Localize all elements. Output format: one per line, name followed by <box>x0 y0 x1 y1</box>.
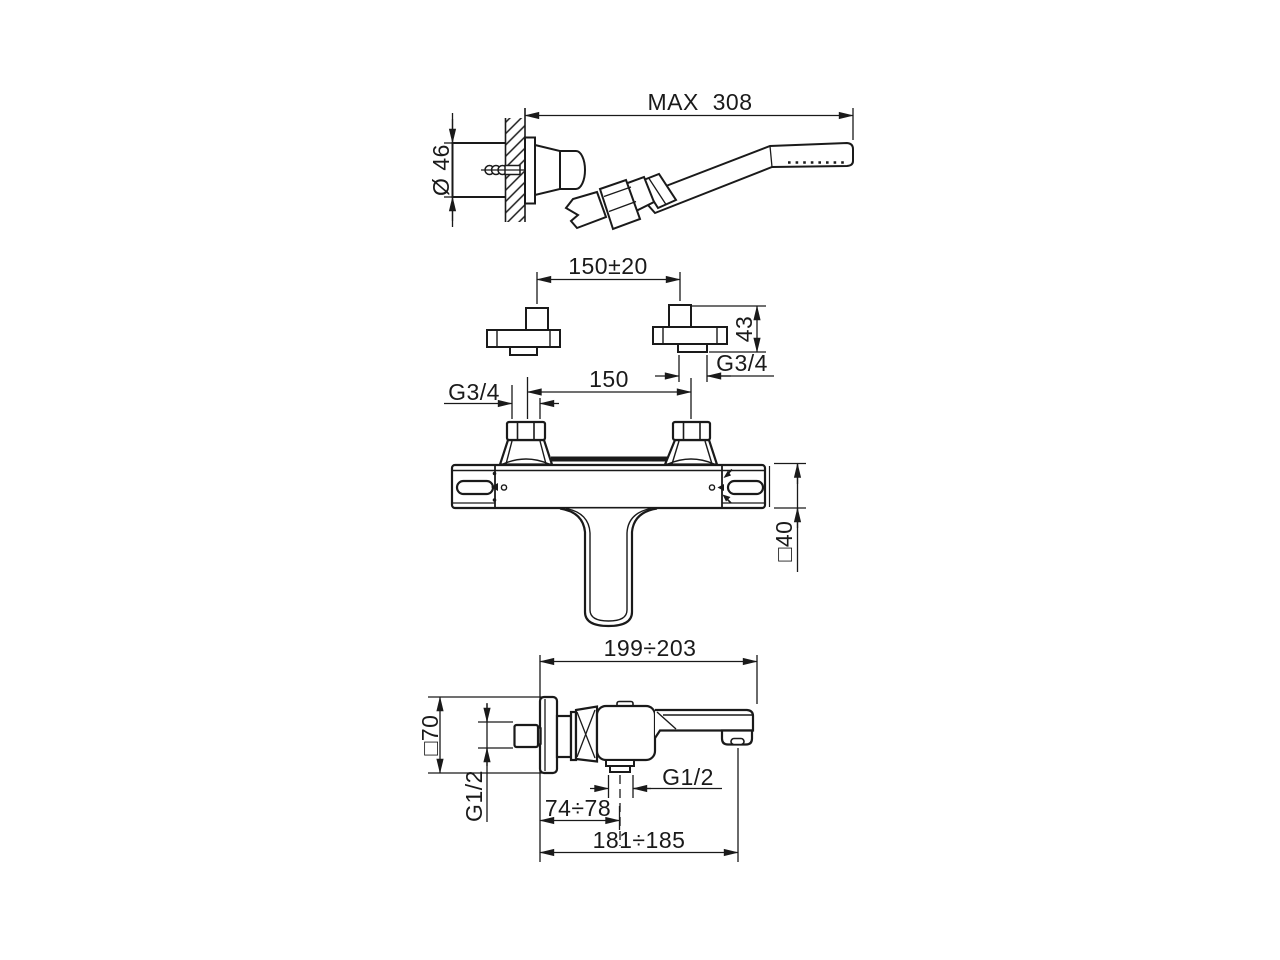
inlet-bridge <box>551 456 667 462</box>
dim-union-projection-label: 43 <box>731 316 757 343</box>
dim-union-spacing <box>536 272 681 304</box>
dim-plate-size <box>428 696 544 774</box>
right-inlet-nut <box>663 420 719 466</box>
stem <box>555 705 599 763</box>
right-union <box>652 304 728 353</box>
dim-spout-reach <box>539 748 739 862</box>
dim-front-spacing <box>526 377 692 419</box>
rotation-arrows <box>722 468 733 504</box>
side-knob <box>513 723 542 749</box>
wall-unions-view <box>486 272 774 382</box>
front-spout <box>559 507 658 628</box>
dim-plate-size-label: □70 <box>417 715 443 756</box>
dim-body-section <box>774 462 806 572</box>
dim-bottom-outlet-thread <box>590 775 722 798</box>
wall-plate <box>538 695 559 775</box>
mixer-front-view <box>444 377 806 628</box>
dim-total-length-label: 199÷203 <box>604 635 697 661</box>
shower-bracket <box>524 136 586 205</box>
dim-union-spacing-label: 150±20 <box>568 253 648 279</box>
left-inlet-nut <box>498 420 554 466</box>
dim-front-thread <box>444 385 559 419</box>
dim-union-thread-label: G3/4 <box>716 350 768 376</box>
left-handle <box>455 471 508 502</box>
dim-total-length <box>539 655 758 862</box>
dim-holder-diameter <box>444 113 457 227</box>
dim-max-reach <box>524 108 854 140</box>
bottom-outlet <box>605 759 635 773</box>
dim-side-outlet-thread <box>478 703 513 822</box>
dim-max-reach-label: MAX 308 <box>648 89 753 115</box>
dim-union-thread <box>655 355 774 382</box>
dim-side-outlet-thread-label: G1/2 <box>461 770 487 822</box>
dim-body-section-label: □40 <box>771 521 797 562</box>
dim-outlet-distance <box>539 806 621 830</box>
hand-shower-wand <box>564 141 854 231</box>
side-spout <box>654 708 755 746</box>
dimension-labels: MAX 308 Ø 46 150±20 43 G3/4 G3/4 150 □40… <box>417 89 797 853</box>
dim-holder-diameter-label: Ø 46 <box>428 144 454 196</box>
hose-nut <box>598 178 642 231</box>
dim-spout-reach-label: 181÷185 <box>593 827 686 853</box>
dim-front-spacing-label: 150 <box>589 366 629 392</box>
right-handle <box>708 468 765 504</box>
dim-front-thread-label: G3/4 <box>448 379 500 405</box>
left-union <box>486 307 561 356</box>
mixer-body <box>450 463 771 510</box>
hand-shower-view <box>444 108 854 231</box>
dim-union-projection <box>692 305 766 353</box>
hose-stub <box>564 190 608 230</box>
side-body <box>595 700 657 762</box>
mixer-side-view <box>428 655 758 862</box>
dim-outlet-distance-label: 74÷78 <box>545 795 611 821</box>
dim-bottom-outlet-thread-label: G1/2 <box>662 764 714 790</box>
